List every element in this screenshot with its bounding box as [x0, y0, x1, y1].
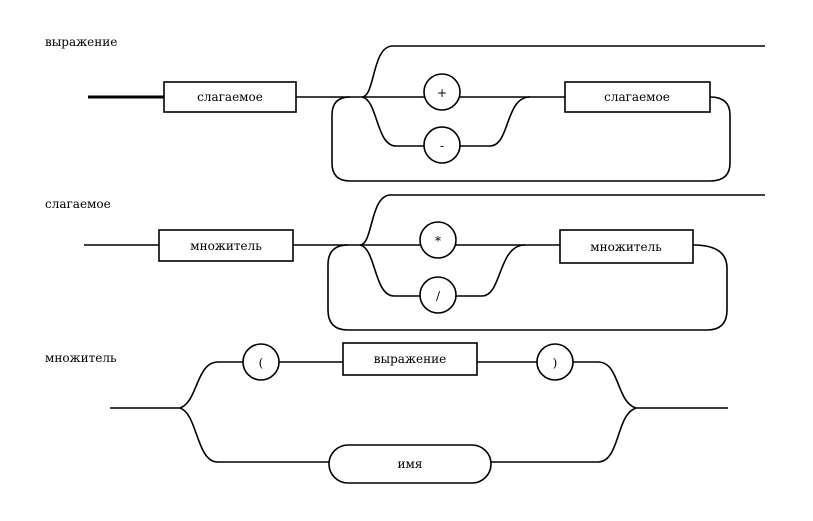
terminal-label: ( [259, 356, 264, 370]
top-branch-merge [573, 361, 637, 409]
nonterminal-label: слагаемое [604, 90, 670, 104]
exit-branch [359, 194, 765, 246]
divide-branch-line [359, 244, 420, 297]
bottom-branch [179, 407, 330, 463]
diagram-term: слагаемое множитель * / множитель [45, 194, 765, 331]
exit-branch [361, 45, 765, 98]
nonterminal-box [564, 81, 711, 113]
merge-curve [460, 96, 531, 147]
terminal-circle [419, 276, 457, 314]
nonterminal-box [158, 229, 294, 262]
nonterminal-box [342, 342, 478, 376]
nonterminal-label: слагаемое [197, 90, 263, 104]
nonterminal-label: выражение [374, 352, 446, 366]
terminal-label: + [437, 86, 447, 100]
diagram-factor: множитель ( выражение ) имя [45, 342, 728, 484]
terminal-circle [423, 73, 461, 111]
terminal-label: имя [398, 457, 423, 471]
loop-back [331, 96, 731, 182]
nonterminal-box [559, 229, 694, 264]
terminal-label: - [440, 139, 444, 153]
terminal-circle [419, 221, 457, 259]
terminal-circle [423, 126, 461, 164]
nonterminal-label: множитель [190, 239, 262, 253]
bottom-branch-merge [491, 407, 637, 463]
diagram-title-term: слагаемое [45, 197, 111, 211]
terminal-rounded-box [328, 444, 492, 484]
merge-curve [456, 244, 526, 297]
diagram-title-factor: множитель [45, 351, 117, 365]
top-branch [179, 361, 243, 409]
loop-back [327, 244, 728, 331]
terminal-label: / [436, 289, 441, 303]
minus-branch-line [361, 96, 424, 147]
terminal-label: ) [553, 356, 558, 370]
terminal-label: * [435, 234, 441, 248]
diagram-expression: выражение слагаемое + - слагаемое [45, 35, 765, 182]
diagram-title-expression: выражение [45, 35, 117, 49]
nonterminal-label: множитель [590, 240, 662, 254]
